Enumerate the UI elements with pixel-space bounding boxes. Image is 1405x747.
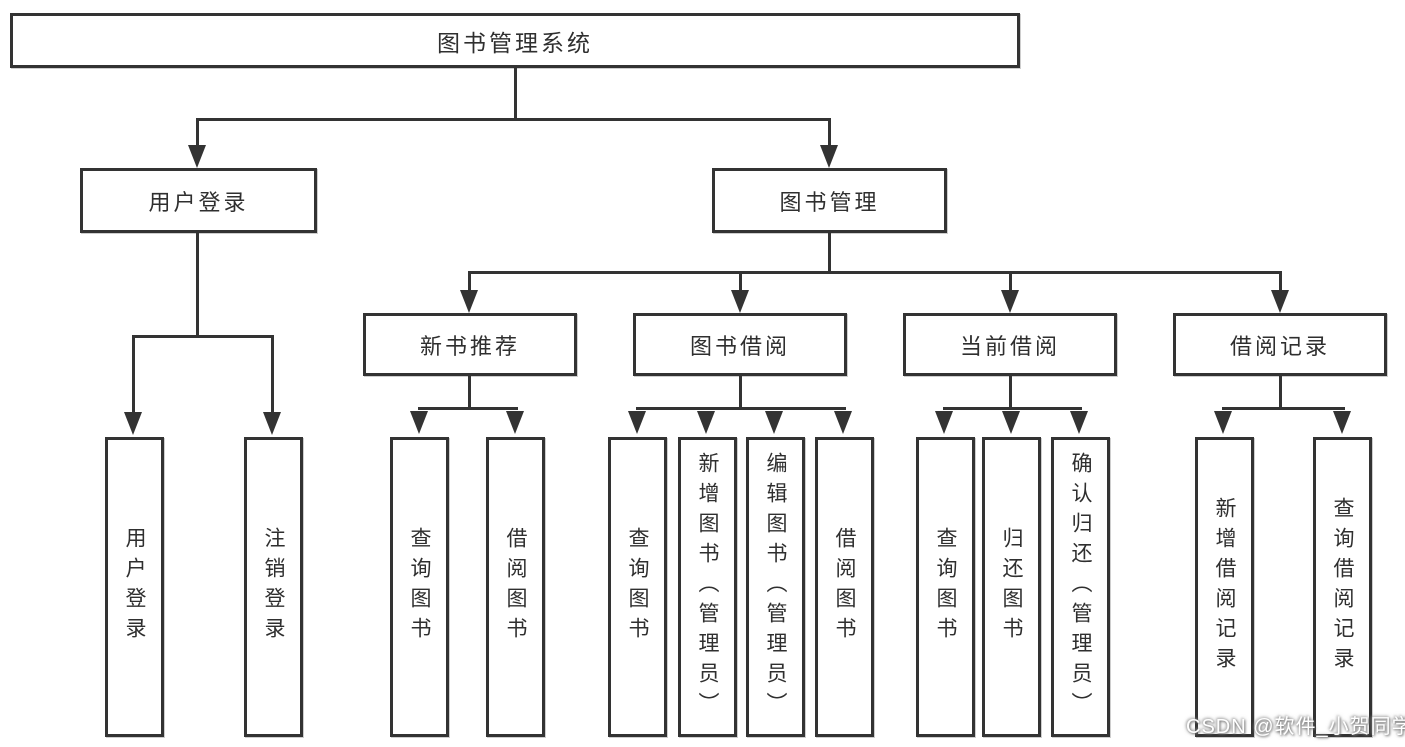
connector-user-login-bar <box>132 335 274 338</box>
node-book-management: 图书管理 <box>712 168 947 233</box>
arrow-to-new-book <box>460 290 478 313</box>
node-current-borrowing: 当前借阅 <box>903 313 1117 376</box>
connector-group-stub <box>739 376 742 409</box>
connector-to-book-mgmt <box>828 120 831 148</box>
leaf-borrow-books: 借阅图书 <box>815 437 874 737</box>
connector-to-leaf <box>271 337 274 414</box>
leaf-query-borrow-record: 查询借阅记录 <box>1313 437 1372 737</box>
csdn-watermark: CSDN @软件_小贺同学 <box>1186 716 1405 738</box>
connector-group-stub <box>468 376 471 409</box>
leaf-add-books-admin: 新增图书（管理员） <box>678 437 737 737</box>
leaf-query-books: 查询图书 <box>916 437 975 737</box>
node-book-borrowing: 图书借阅 <box>633 313 847 376</box>
connector-group-bar <box>943 407 1082 410</box>
leaf-user-login: 用户登录 <box>105 437 164 737</box>
connector-group-stub <box>1279 376 1282 409</box>
arrow-to-leaf <box>1070 411 1088 434</box>
arrow-to-leaf <box>935 411 953 434</box>
leaf-query-books: 查询图书 <box>390 437 449 737</box>
connector-book-mgmt-stub <box>828 233 831 273</box>
arrow-to-leaf <box>506 411 524 434</box>
arrow-to-leaf <box>697 411 715 434</box>
connector-level3-bar <box>468 271 1282 274</box>
arrow-to-user-login <box>188 145 206 168</box>
node-new-book-recommend: 新书推荐 <box>363 313 577 376</box>
arrow-to-leaf <box>628 411 646 434</box>
leaf-borrow-books: 借阅图书 <box>486 437 545 737</box>
arrow-to-leaf <box>834 411 852 434</box>
arrow-to-leaf <box>124 412 142 435</box>
arrow-to-leaf <box>1214 411 1232 434</box>
arrow-to-leaf <box>263 412 281 435</box>
leaf-logout: 注销登录 <box>244 437 303 737</box>
arrow-to-current-borrow <box>1001 290 1019 313</box>
connector-user-login-stub <box>196 233 199 337</box>
node-library-system: 图书管理系统 <box>10 13 1020 68</box>
arrow-to-leaf <box>1002 411 1020 434</box>
connector-root-stub <box>514 68 517 120</box>
connector-to-current-borrow <box>1009 273 1012 293</box>
connector-to-new-book <box>468 273 471 293</box>
connector-group-bar <box>418 407 518 410</box>
arrow-to-borrow-record <box>1271 290 1289 313</box>
leaf-query-books: 查询图书 <box>608 437 667 737</box>
connector-to-book-borrow <box>739 273 742 293</box>
leaf-confirm-return-admin: 确认归还（管理员） <box>1051 437 1110 737</box>
node-borrowing-records: 借阅记录 <box>1173 313 1387 376</box>
arrow-to-book-borrow <box>731 290 749 313</box>
arrow-to-book-mgmt <box>820 145 838 168</box>
arrow-to-leaf <box>410 411 428 434</box>
connector-to-leaf <box>132 337 135 414</box>
connector-level2-bar <box>196 118 831 121</box>
connector-to-borrow-record <box>1279 273 1282 293</box>
connector-to-user-login <box>196 120 199 148</box>
node-user-login: 用户登录 <box>80 168 317 233</box>
leaf-add-borrow-record: 新增借阅记录 <box>1195 437 1254 737</box>
connector-group-stub <box>1009 376 1012 409</box>
arrow-to-leaf <box>765 411 783 434</box>
arrow-to-leaf <box>1333 411 1351 434</box>
leaf-edit-books-admin: 编辑图书（管理员） <box>746 437 805 737</box>
connector-group-bar <box>636 407 846 410</box>
leaf-return-books: 归还图书 <box>982 437 1041 737</box>
connector-group-bar <box>1222 407 1345 410</box>
